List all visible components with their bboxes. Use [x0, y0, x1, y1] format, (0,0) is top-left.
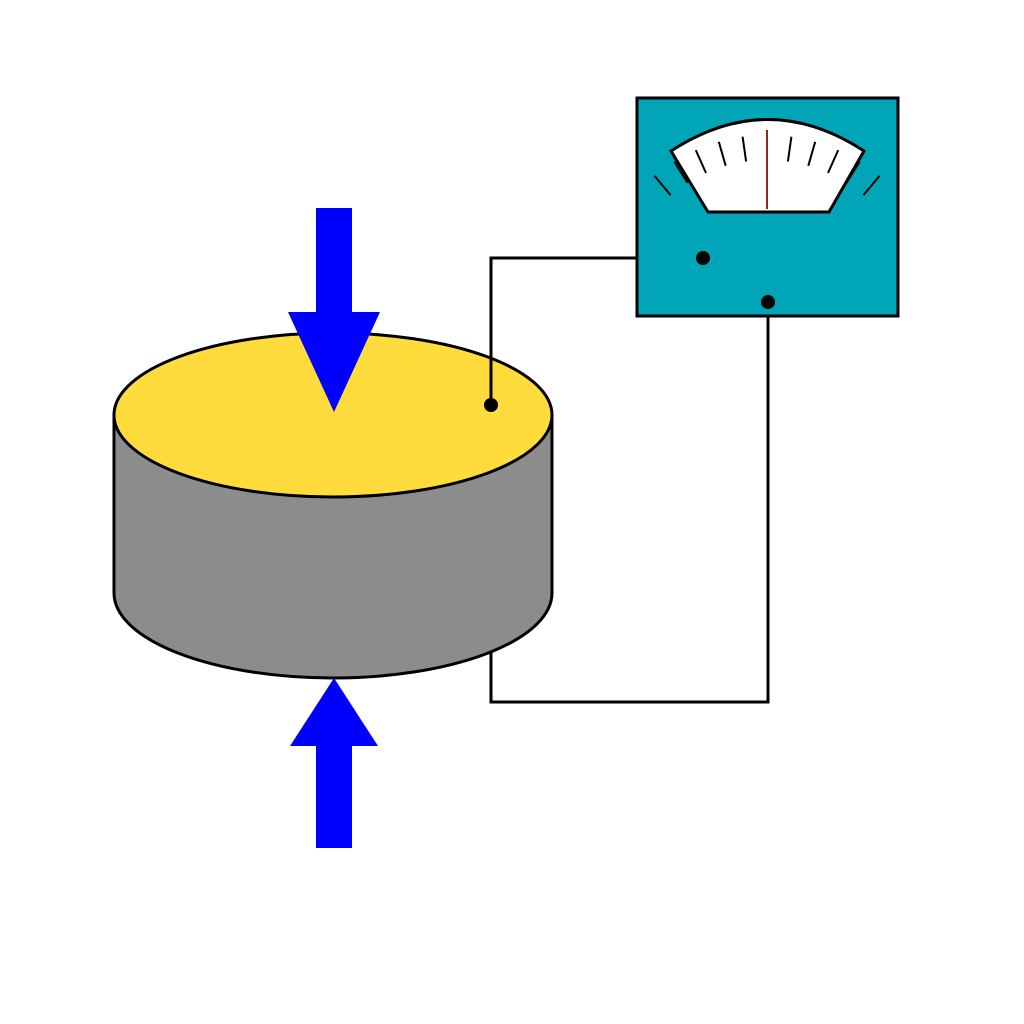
meter-scale-tick	[673, 161, 689, 184]
meter-scale-tick	[653, 175, 672, 196]
top-electrode-contact	[484, 398, 498, 412]
meter-scale-ticks	[653, 136, 881, 196]
meter-scale-tick	[717, 141, 727, 167]
meter-scale-tick	[845, 161, 861, 184]
wire-top-electrode-to-meter	[489, 256, 703, 405]
upward-force-arrow	[290, 678, 378, 848]
wire-bottom-electrode-to-meter	[489, 302, 770, 704]
meter-scale-tick	[741, 136, 748, 162]
meter-terminal-positive	[696, 251, 710, 265]
downward-force-arrow	[288, 208, 380, 412]
meter-scale-tick	[862, 175, 881, 196]
meter-scale-tick	[786, 136, 793, 162]
meter-terminal-negative	[761, 295, 775, 309]
meter-scale-tick	[807, 141, 817, 167]
meter-scale-tick	[694, 149, 707, 174]
meter-scale-tick	[827, 149, 840, 174]
voltmeter	[635, 96, 900, 318]
